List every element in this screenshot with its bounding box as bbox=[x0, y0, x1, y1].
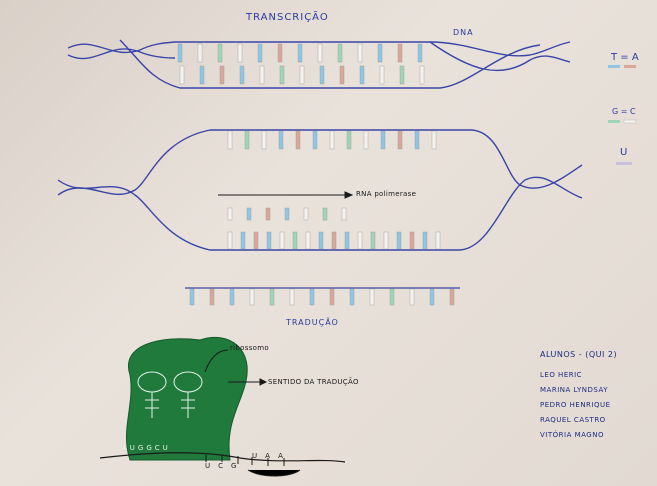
base-piece bbox=[423, 232, 427, 249]
base-piece bbox=[347, 131, 351, 149]
students-header: ALUNOS - (QUI 2) bbox=[540, 350, 617, 359]
rna-piece bbox=[247, 208, 251, 220]
trna-piece bbox=[210, 289, 214, 305]
base-piece bbox=[278, 44, 282, 62]
base-piece bbox=[245, 131, 249, 149]
trna-piece bbox=[350, 289, 354, 305]
base-piece bbox=[254, 232, 258, 249]
trna-piece bbox=[270, 289, 274, 305]
base-piece bbox=[296, 131, 300, 149]
trna-piece bbox=[450, 289, 454, 305]
label-rna-polimerase: RNA polimerase bbox=[356, 190, 416, 198]
base-piece bbox=[364, 131, 368, 149]
base-piece bbox=[319, 232, 323, 249]
base-piece bbox=[280, 232, 284, 249]
base-piece bbox=[330, 131, 334, 149]
trna-piece bbox=[330, 289, 334, 305]
codon-mrna-mid: UCG bbox=[205, 462, 244, 470]
trna-piece bbox=[190, 289, 194, 305]
title-traducao: TRADUÇÃO bbox=[286, 318, 339, 327]
base-piece bbox=[415, 131, 419, 149]
legend-t-a: T = A bbox=[611, 52, 639, 63]
base-piece bbox=[241, 232, 245, 249]
base-piece bbox=[280, 66, 284, 84]
legend-g-c: G = C bbox=[612, 107, 636, 116]
base-piece bbox=[313, 131, 317, 149]
base-piece bbox=[410, 232, 414, 249]
base-piece bbox=[398, 131, 402, 149]
base-piece bbox=[358, 44, 362, 62]
codon-mrna-left: AUGGCU bbox=[122, 444, 171, 452]
label-ribossomo: ribossomo bbox=[230, 344, 269, 352]
student-name: PEDRO HENRIQUE bbox=[540, 401, 611, 409]
rna-piece bbox=[285, 208, 289, 220]
base-piece bbox=[267, 232, 271, 249]
legend-u: U bbox=[620, 147, 627, 158]
trna-piece bbox=[290, 289, 294, 305]
base-piece bbox=[300, 66, 304, 84]
base-piece bbox=[298, 44, 302, 62]
trna-piece bbox=[370, 289, 374, 305]
base-piece bbox=[228, 232, 232, 249]
base-piece bbox=[180, 66, 184, 84]
base-piece bbox=[398, 44, 402, 62]
trna-piece bbox=[430, 289, 434, 305]
trna-piece bbox=[410, 289, 414, 305]
base-piece bbox=[178, 44, 182, 62]
trna-piece bbox=[390, 289, 394, 305]
base-piece bbox=[318, 44, 322, 62]
base-piece bbox=[240, 66, 244, 84]
base-piece bbox=[397, 232, 401, 249]
base-piece bbox=[279, 131, 283, 149]
base-piece bbox=[260, 66, 264, 84]
rna-piece bbox=[228, 208, 232, 220]
base-piece bbox=[228, 131, 232, 149]
student-name: RAQUEL CASTRO bbox=[540, 416, 606, 424]
codon-stop: UAA bbox=[252, 452, 291, 460]
base-piece bbox=[380, 66, 384, 84]
base-piece bbox=[378, 44, 382, 62]
trna-piece bbox=[230, 289, 234, 305]
base-piece bbox=[320, 66, 324, 84]
base-piece bbox=[198, 44, 202, 62]
rna-piece bbox=[266, 208, 270, 220]
base-piece bbox=[218, 44, 222, 62]
student-name: VITÓRIA MAGNO bbox=[540, 431, 604, 439]
base-piece bbox=[220, 66, 224, 84]
label-dna: DNA bbox=[453, 28, 474, 37]
base-piece bbox=[384, 232, 388, 249]
base-piece bbox=[400, 66, 404, 84]
student-name: LEO HERIC bbox=[540, 371, 582, 379]
base-piece bbox=[293, 232, 297, 249]
rna-piece bbox=[304, 208, 308, 220]
base-piece bbox=[418, 44, 422, 62]
rna-piece bbox=[323, 208, 327, 220]
student-name: MARINA LYNDSAY bbox=[540, 386, 608, 394]
ribosome bbox=[126, 337, 247, 460]
base-piece bbox=[360, 66, 364, 84]
base-piece bbox=[306, 232, 310, 249]
base-piece bbox=[262, 131, 266, 149]
base-piece bbox=[338, 44, 342, 62]
base-piece bbox=[381, 131, 385, 149]
rna-piece bbox=[342, 208, 346, 220]
base-piece bbox=[432, 131, 436, 149]
base-piece bbox=[358, 232, 362, 249]
base-piece bbox=[345, 232, 349, 249]
base-piece bbox=[340, 66, 344, 84]
title-transcricao: TRANSCRIÇÃO bbox=[246, 12, 329, 23]
base-piece bbox=[420, 66, 424, 84]
label-sentido-traducao: SENTIDO DA TRADUÇÃO bbox=[268, 378, 359, 386]
trna-piece bbox=[250, 289, 254, 305]
base-piece bbox=[371, 232, 375, 249]
trna-piece bbox=[310, 289, 314, 305]
base-piece bbox=[332, 232, 336, 249]
base-piece bbox=[436, 232, 440, 249]
base-piece bbox=[258, 44, 262, 62]
rna-polymerase-arrow bbox=[218, 192, 352, 198]
base-piece bbox=[200, 66, 204, 84]
base-piece bbox=[238, 44, 242, 62]
